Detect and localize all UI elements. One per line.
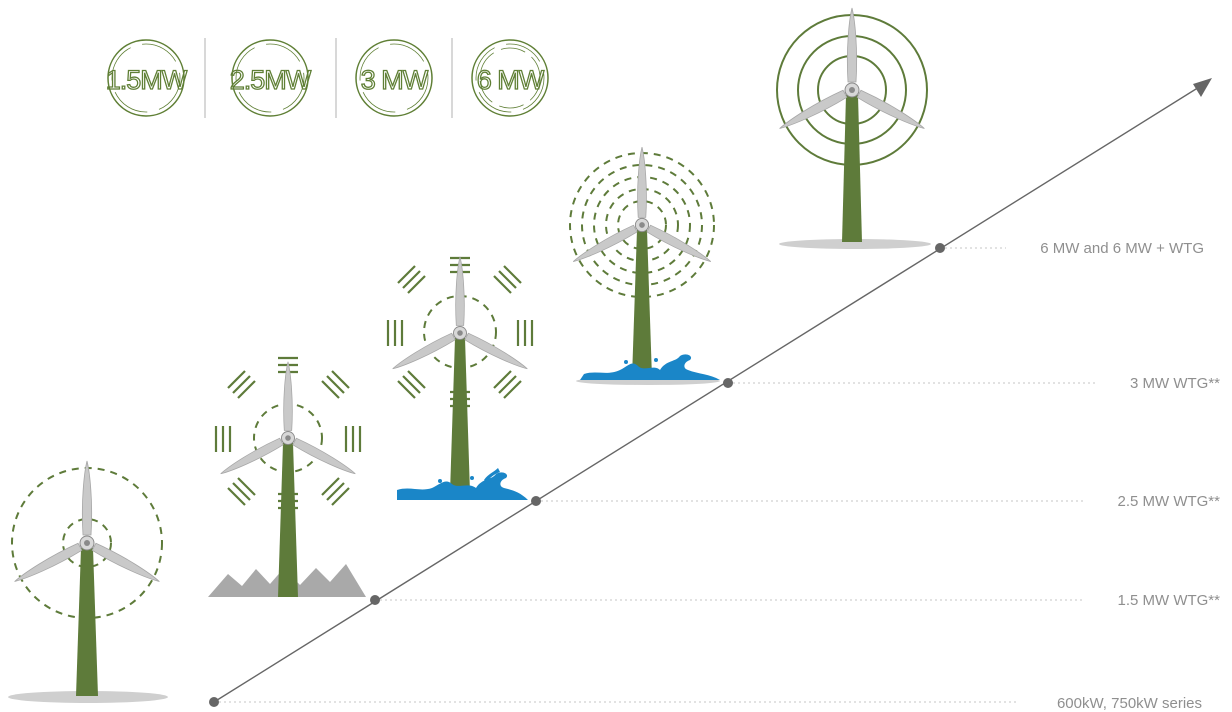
milestone-label: 6 MW and 6 MW + WTG (1040, 240, 1204, 257)
badge-2-5mw: 2.5MW (229, 39, 313, 117)
wind-turbine-icon (8, 460, 168, 703)
badge-label: 2.5MW (230, 65, 312, 95)
milestone-points (209, 243, 945, 707)
milestone-label: 3 MW WTG** (1130, 375, 1220, 392)
badge-1-5mw: 1.5MW (105, 39, 189, 117)
milestone-point (723, 378, 733, 388)
wind-turbine-icon (776, 7, 931, 249)
water-waves-icon (580, 354, 720, 380)
milestone-point (935, 243, 945, 253)
badge-3mw: 3 MW (355, 39, 433, 117)
water-waves-icon (397, 468, 528, 500)
badge-label: 3 MW (361, 65, 429, 95)
milestone-label: 1.5 MW WTG** (1117, 592, 1220, 609)
wind-turbine-icon (569, 146, 720, 385)
capacity-badges: 1.5MW 2.5MW 3 MW 6 MW (105, 38, 549, 118)
guide-lines (214, 247, 1098, 703)
wind-turbine-icon (386, 256, 534, 500)
badge-label: 6 MW (477, 65, 545, 95)
growth-arrow-icon (213, 78, 1212, 703)
milestone-point (531, 496, 541, 506)
milestone-point (209, 697, 219, 707)
wind-turbine-icon (208, 356, 366, 597)
milestone-label: 2.5 MW WTG** (1117, 493, 1220, 510)
milestone-point (370, 595, 380, 605)
badge-label: 1.5MW (106, 65, 188, 95)
milestone-labels: 600kW, 750kW series 1.5 MW WTG** 2.5 MW … (1040, 240, 1220, 712)
milestone-label: 600kW, 750kW series (1057, 695, 1202, 712)
badge-6mw: 6 MW (471, 39, 549, 117)
